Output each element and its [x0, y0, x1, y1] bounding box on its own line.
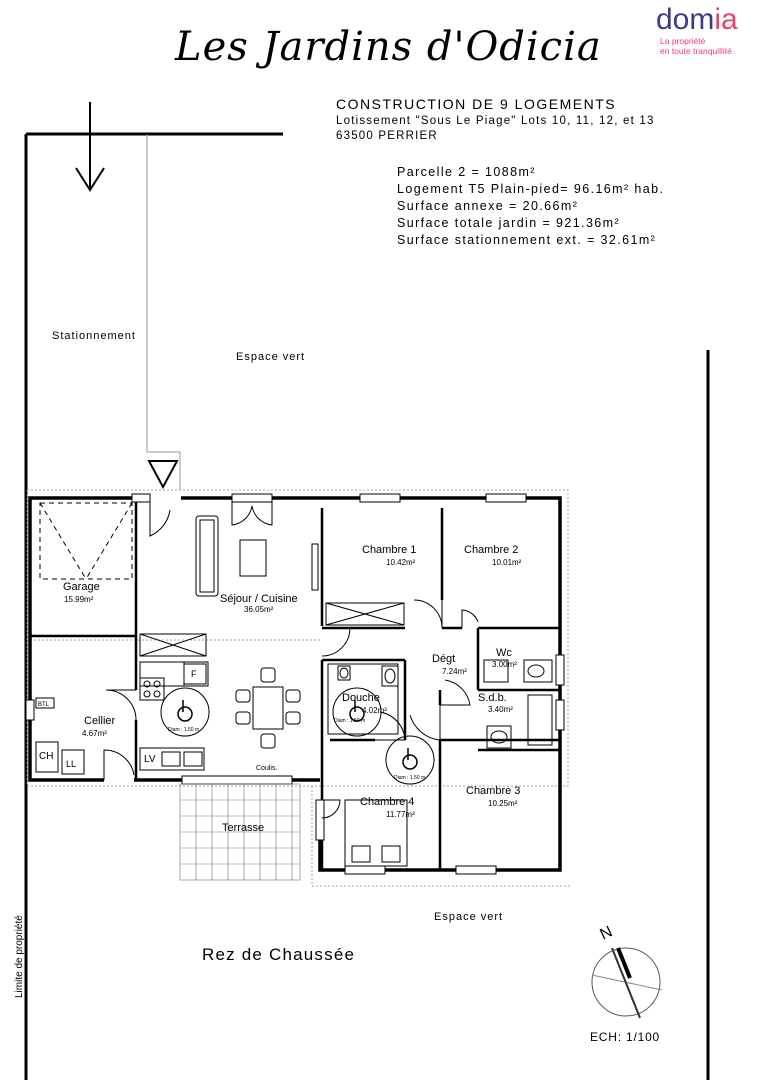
- degt-name: Dégt: [432, 653, 455, 665]
- diam-label-1: Diam : 1.50 m: [168, 727, 199, 733]
- sejour-area: 36.05m²: [244, 605, 274, 614]
- main-entry-triangle-icon: [147, 460, 179, 490]
- bed-chambre4-icon: [344, 799, 408, 867]
- living-furniture: [195, 515, 319, 749]
- sanitary-fixtures: [327, 659, 553, 749]
- espace-vert-top-label: Espace vert: [236, 351, 305, 363]
- city-line: 63500 PERRIER: [336, 130, 438, 142]
- sdb-area: 3.40m²: [488, 705, 513, 714]
- level-title: Rez de Chaussée: [202, 945, 355, 964]
- coulis-label: Coulis.: [256, 765, 277, 772]
- brand-tagline-1: La propriété: [660, 36, 706, 46]
- brand-tagline-2: en toute tranquillité: [660, 46, 732, 56]
- stat-logement: Logement T5 Plain-pied= 96.16m² hab.: [397, 182, 665, 196]
- ch-label: CH: [39, 751, 53, 762]
- door-swings: [103, 502, 479, 819]
- brand-accent: ia: [714, 3, 738, 36]
- windows: [25, 493, 565, 875]
- project-heading: CONSTRUCTION DE 9 LOGEMENTS: [336, 96, 617, 112]
- garage-door-icon: [39, 502, 133, 580]
- scale-label: ECH: 1/100: [590, 1030, 660, 1044]
- turning-circles: [160, 687, 435, 785]
- diam-label-3: Diam : 1.50 m: [394, 775, 425, 781]
- project-title: Les Jardins d'Odicia: [175, 24, 602, 70]
- property-boundary: [24, 132, 710, 1080]
- wc-area: 3.00m²: [492, 660, 517, 669]
- chambre3-area: 10.25m²: [488, 799, 518, 808]
- wc-name: Wc: [496, 647, 512, 659]
- terrasse-name: Terrasse: [222, 822, 264, 834]
- entrance-arrow-icon: [75, 102, 105, 192]
- chambre1-name: Chambre 1: [362, 544, 416, 556]
- cellier-area: 4.67m²: [82, 729, 107, 738]
- brand-wordmark: domia: [656, 4, 756, 36]
- douche-name: Douche: [342, 692, 380, 704]
- chambre3-name: Chambre 3: [466, 785, 520, 797]
- chambre1-area: 10.42m²: [386, 558, 416, 567]
- surface-stats: Parcelle 2 = 1088m² Logement T5 Plain-pi…: [397, 164, 664, 249]
- wheelchair-icons: [177, 700, 418, 770]
- espace-vert-bottom-label: Espace vert: [434, 911, 503, 923]
- stationnement-label: Stationnement: [52, 330, 136, 342]
- diam-label-2: Diam : 1.50 m: [334, 718, 365, 724]
- garage-area: 15.99m²: [64, 595, 94, 604]
- project-header: CONSTRUCTION DE 9 LOGEMENTS Lotissement …: [336, 96, 655, 142]
- lv-label: LV: [144, 754, 156, 765]
- degt-area: 7.24m²: [442, 667, 467, 676]
- lotissement-line: Lotissement "Sous Le Piage" Lots 10, 11,…: [336, 115, 655, 127]
- dashed-outline: [26, 489, 570, 887]
- compass-icon: [591, 947, 663, 1019]
- stat-stationnement: Surface stationnement ext. = 32.61m²: [397, 233, 657, 247]
- stat-annexe: Surface annexe = 20.66m²: [397, 199, 579, 213]
- cellier-fixtures: [35, 663, 207, 775]
- ll-label: LL: [66, 759, 76, 769]
- terrasse-tiles: [179, 783, 301, 881]
- frigo-label: F: [191, 669, 197, 679]
- stat-jardin: Surface totale jardin = 921.36m²: [397, 216, 621, 230]
- cellier-name: Cellier: [84, 715, 116, 727]
- ballon-label: BTL: [38, 702, 50, 708]
- chambre4-area: 11.77m²: [386, 810, 415, 819]
- sdb-name: S.d.b.: [478, 692, 507, 704]
- closets: [325, 602, 405, 626]
- garage-name: Garage: [63, 581, 100, 593]
- kitchen-units: [139, 633, 209, 771]
- douche-area: 4.02m²: [362, 706, 387, 715]
- sejour-name: Séjour / Cuisine: [220, 593, 298, 605]
- north-label: N: [598, 923, 616, 943]
- stat-parcelle: Parcelle 2 = 1088m²: [397, 165, 536, 179]
- brand-logo: domia La propriété en toute tranquillité: [656, 4, 756, 57]
- brand-prefix: dom: [656, 3, 715, 36]
- chambre4-name: Chambre 4: [360, 796, 414, 808]
- limite-label: Limite de propriété: [14, 915, 25, 998]
- chambre2-name: Chambre 2: [464, 544, 518, 556]
- chambre2-area: 10.01m²: [492, 558, 522, 567]
- parking-outline: [146, 134, 181, 490]
